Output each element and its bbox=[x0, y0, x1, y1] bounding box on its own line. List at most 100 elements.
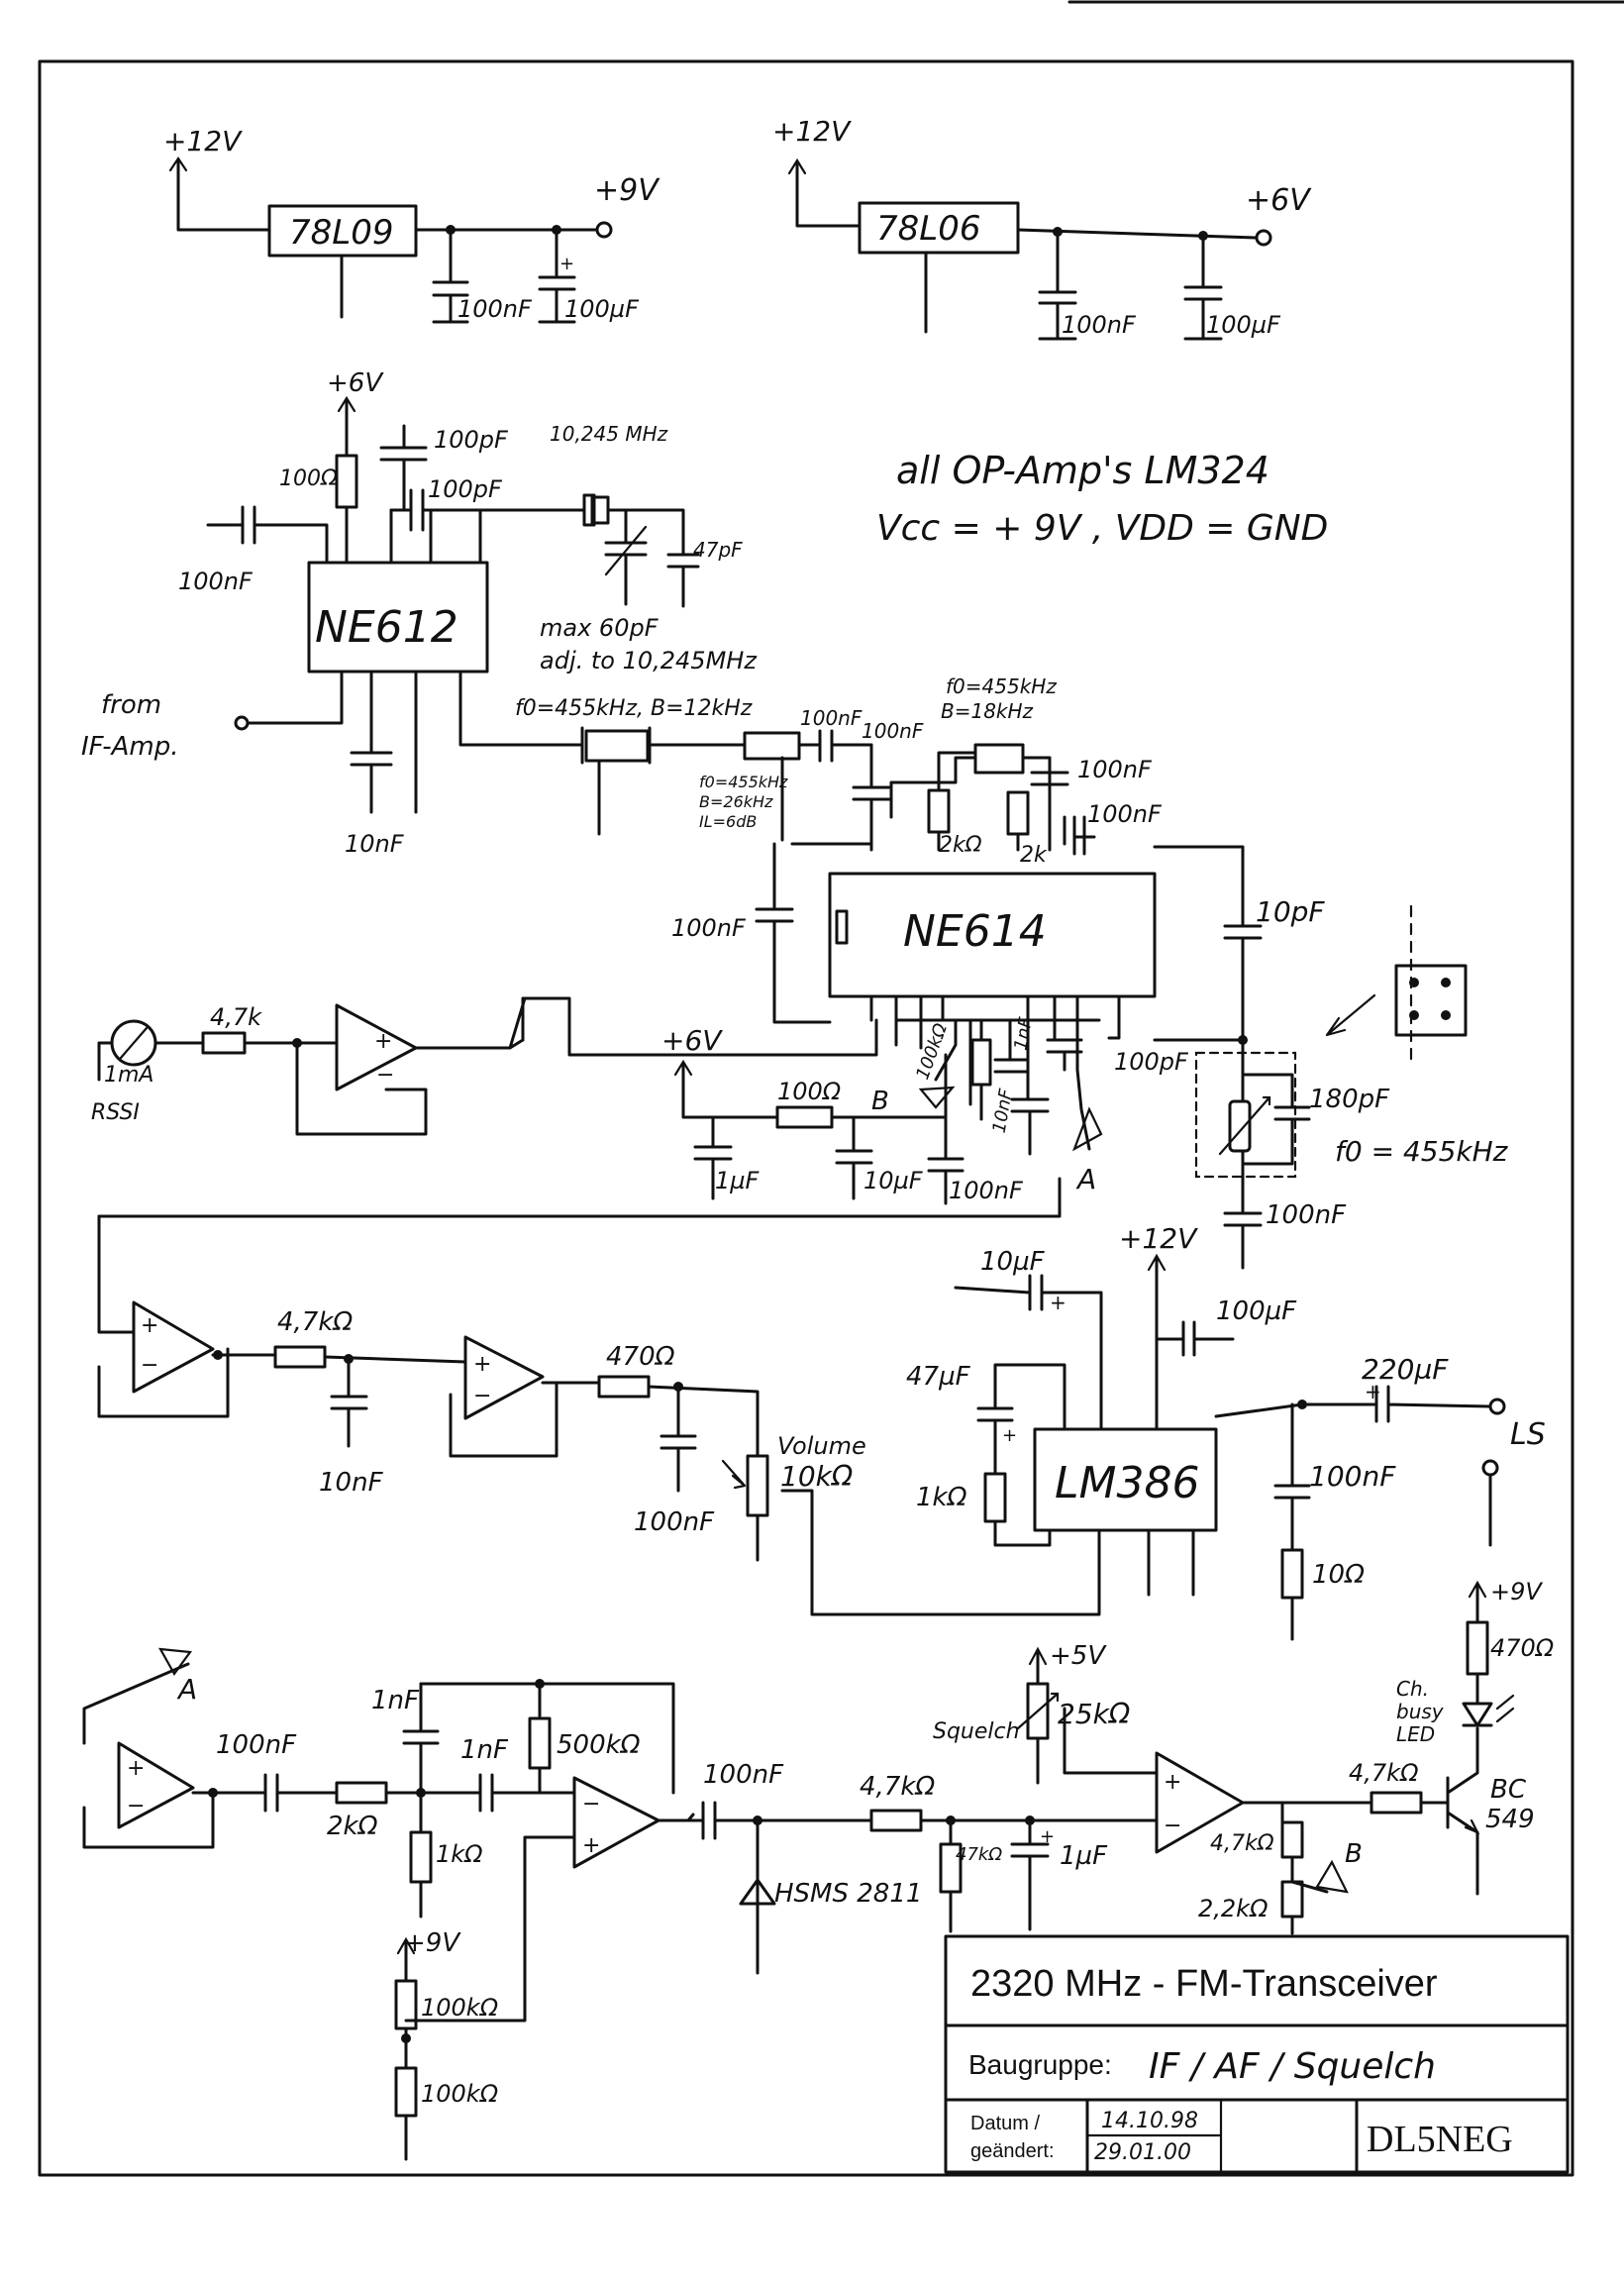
reg2-output-label: +6V bbox=[1246, 183, 1312, 218]
6v-output-terminal bbox=[1255, 229, 1272, 247]
ic-ne614 bbox=[828, 872, 1157, 998]
mixer-supply-resistor-label: 100Ω bbox=[279, 467, 338, 491]
trim-cap-label: 47pF bbox=[693, 538, 743, 562]
svg-text:−: − bbox=[127, 1794, 145, 1818]
audio-section: + − 4,7kΩ 10nF + − 470Ω 100nF Volume 10k… bbox=[97, 1177, 1546, 1641]
squelch-opamp-1 bbox=[117, 1741, 195, 1829]
if-resistor-2k-a bbox=[927, 788, 951, 834]
squelch-detector-resistor-label: 4,7kΩ bbox=[860, 1772, 935, 1802]
squelch-base-resistor-label: 4,7kΩ bbox=[1349, 1759, 1419, 1787]
mixer-output-cap-label: 10nF bbox=[345, 830, 405, 858]
led-label-3: LED bbox=[1396, 1722, 1435, 1746]
lm386-vcc-label: +12V bbox=[1119, 1222, 1198, 1255]
filter2-f-label: f0=455kHz bbox=[699, 773, 788, 791]
squelch-section: A + − 100nF 2kΩ 1nF 1nF 500kΩ 1kΩ − + +9… bbox=[82, 1578, 1555, 2161]
if-cap-a-label: 100nF bbox=[800, 706, 863, 730]
title-block-date-label-2: geändert: bbox=[970, 2140, 1055, 2162]
rssi-meter-name: RSSI bbox=[91, 1100, 140, 1125]
reg1-input-label: +12V bbox=[163, 125, 243, 157]
quad-cap-label: 10pF bbox=[1256, 895, 1325, 928]
transistor-label-2: 549 bbox=[1485, 1805, 1535, 1834]
svg-text:+: + bbox=[1040, 1826, 1055, 1847]
reg2-input-label: +12V bbox=[772, 115, 852, 148]
audio-resistor-2-label: 470Ω bbox=[606, 1342, 675, 1372]
squelch-hysteresis-resistor bbox=[1280, 1820, 1304, 1859]
if-rssi-cap-label: 1nF bbox=[1010, 1015, 1037, 1052]
volume-value: 10kΩ bbox=[780, 1460, 854, 1493]
squelch-marker-b: B bbox=[1345, 1839, 1363, 1869]
squelch-marker-a: A bbox=[176, 1673, 197, 1706]
volume-label: Volume bbox=[777, 1432, 866, 1460]
audio-resistor-1 bbox=[273, 1345, 327, 1369]
trim-note-1: max 60pF bbox=[540, 614, 660, 642]
squelch-filter-cap2-label: 1nF bbox=[460, 1735, 509, 1765]
busy-led bbox=[1462, 1702, 1493, 1755]
mixer-bypass-cap-label: 100pF bbox=[434, 426, 509, 454]
title-block-date-1: 14.10.98 bbox=[1101, 2109, 1198, 2133]
opamp-note: all OP-Amp's LM324 Vcc = + 9V , VDD = GN… bbox=[876, 449, 1328, 549]
if-supply-cap1-label: 1µF bbox=[715, 1167, 761, 1194]
rssi-resistor bbox=[201, 1031, 247, 1055]
if-cap-b-label: 100nF bbox=[862, 719, 924, 743]
filter1-label: f0=455kHz, B=12kHz bbox=[515, 696, 753, 721]
svg-text:+: + bbox=[1050, 1291, 1066, 1314]
if-extra-cap-label: 100pF bbox=[1114, 1048, 1189, 1076]
if-squelch-cap-label: 10nF bbox=[989, 1087, 1018, 1134]
sheet-frame bbox=[38, 59, 1574, 2177]
squelch-pot-vcc-label: +5V bbox=[1050, 1641, 1107, 1671]
svg-text:+: + bbox=[141, 1313, 158, 1338]
squelch-detector-cap-label: 1µF bbox=[1060, 1841, 1108, 1871]
if-cap-c-label: 100nF bbox=[1077, 756, 1153, 783]
reg1-output-label: +9V bbox=[594, 173, 660, 208]
title-block-group-value: IF / AF / Squelch bbox=[1149, 2046, 1436, 2087]
title-block-date-2: 29.01.00 bbox=[1094, 2140, 1191, 2165]
lm386-bypass-cap-label: 100µF bbox=[1216, 1297, 1297, 1326]
svg-text:+: + bbox=[473, 1352, 491, 1377]
if-cap-d-label: 100nF bbox=[1087, 800, 1163, 828]
squelch-input-resistor bbox=[335, 1781, 388, 1805]
svg-text:−: − bbox=[376, 1063, 394, 1088]
squelch-pot-value: 25kΩ bbox=[1058, 1698, 1131, 1730]
ceramic-filter-2 bbox=[743, 731, 801, 761]
svg-text:−: − bbox=[1164, 1814, 1181, 1838]
regulator-6v-section: +12V 78L06 +6V 100nF 100µF bbox=[772, 115, 1312, 341]
squelch-detector-resistor bbox=[869, 1809, 923, 1832]
zobel-resistor bbox=[1280, 1548, 1304, 1600]
svg-text:+: + bbox=[559, 254, 574, 274]
led-resistor bbox=[1466, 1620, 1489, 1676]
led-label-1: Ch. bbox=[1396, 1677, 1429, 1701]
ceramic-filter-1 bbox=[584, 729, 650, 763]
reg2-c2-label: 100µF bbox=[1206, 311, 1281, 339]
audio-opamp-2 bbox=[463, 1335, 545, 1420]
squelch-bleed-resistor-label: 47kΩ bbox=[956, 1844, 1002, 1865]
if-resistor-bias bbox=[970, 1038, 992, 1087]
title-block-title: 2320 MHz - FM-Transceiver bbox=[970, 1963, 1438, 2005]
squelch-pulldown-resistor-label: 2,2kΩ bbox=[1198, 1895, 1269, 1922]
mixer-section: +6V 100Ω 100pF 100pF 100nF 10,245 MHz 47… bbox=[81, 368, 758, 858]
crystal-label: 10,245 MHz bbox=[550, 422, 668, 446]
squelch-input-resistor-label: 2kΩ bbox=[327, 1812, 378, 1841]
lm386-gain-resistor bbox=[983, 1472, 1007, 1523]
svg-text:+: + bbox=[374, 1029, 392, 1054]
squelch-feedback-resistor bbox=[528, 1716, 552, 1770]
audio-cap-1-label: 10nF bbox=[319, 1468, 384, 1498]
speaker-label: LS bbox=[1510, 1417, 1546, 1452]
transistor-label-1: BC bbox=[1490, 1775, 1527, 1805]
squelch-divider-resistor-2-label: 100kΩ bbox=[421, 2080, 499, 2108]
ne612-label: NE612 bbox=[315, 602, 458, 653]
volume-potentiometer bbox=[746, 1454, 769, 1517]
squelch-pulldown-resistor bbox=[1280, 1880, 1304, 1919]
squelch-input-cap-label: 100nF bbox=[216, 1730, 297, 1760]
audio-opamp-1 bbox=[132, 1300, 215, 1394]
mixer-input-label-2: IF-Amp. bbox=[81, 732, 178, 762]
led-resistor-label: 470Ω bbox=[1490, 1634, 1555, 1662]
filter3-f-label: f0=455kHz bbox=[946, 675, 1057, 698]
svg-text:+: + bbox=[1164, 1770, 1181, 1795]
mixer-vcc-label: +6V bbox=[327, 368, 384, 398]
if-supply-cap3-label: 100nF bbox=[949, 1177, 1024, 1204]
led-vcc-label: +9V bbox=[1490, 1578, 1543, 1606]
lm386-label: LM386 bbox=[1055, 1458, 1199, 1508]
regulator-78l06 bbox=[858, 201, 1020, 255]
